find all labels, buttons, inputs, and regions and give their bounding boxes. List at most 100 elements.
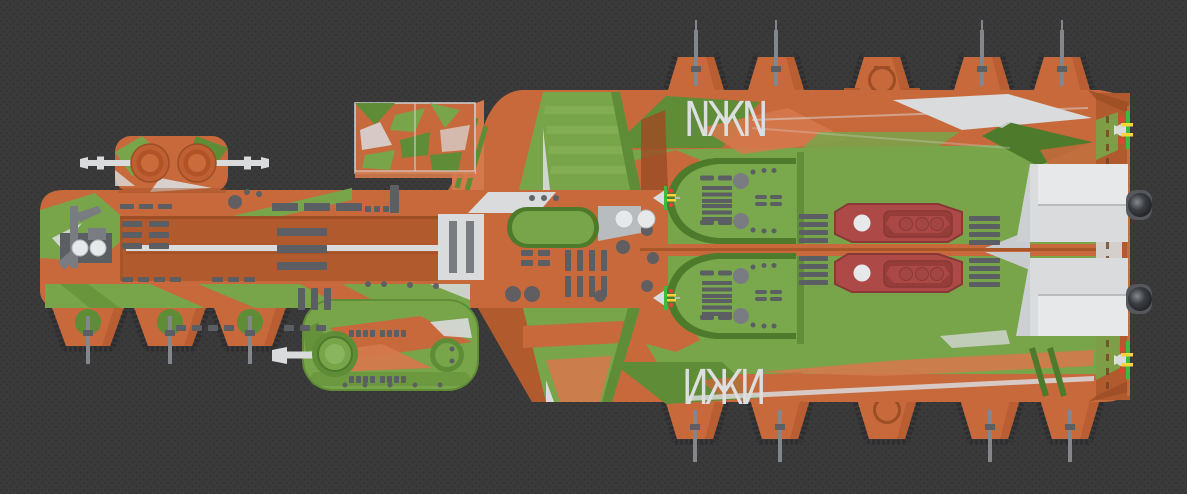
vent-slat	[969, 216, 1000, 221]
docked-aircraft-markers	[653, 111, 1133, 379]
deck-hatches	[228, 189, 659, 388]
landing-pill-inner	[512, 211, 594, 244]
vent-slat	[799, 214, 828, 219]
aircraft-light	[1119, 138, 1125, 144]
vent-slat	[349, 376, 354, 383]
pod-slat	[702, 287, 732, 292]
vent-slat	[336, 203, 362, 211]
mast-collar	[977, 66, 987, 72]
module-light	[853, 214, 871, 232]
pod-bar	[700, 220, 714, 225]
mast	[988, 410, 992, 462]
armor-truss	[128, 305, 149, 350]
camo-green-patch	[800, 132, 960, 152]
pod-dot	[761, 168, 767, 173]
vent-slat	[311, 288, 318, 310]
bow-band-shade	[60, 284, 120, 308]
vent-slat	[138, 277, 149, 282]
pod-bar	[700, 315, 714, 320]
pod-slat	[702, 281, 732, 285]
deck-hatch	[641, 280, 653, 292]
vent-slat	[577, 276, 583, 297]
pod-barrel-muzzle	[272, 347, 287, 364]
armor-truss	[851, 397, 870, 443]
deck-hatch	[412, 382, 418, 388]
vent-slat	[277, 245, 327, 253]
vent-slat	[387, 330, 392, 337]
vent-slat	[401, 330, 406, 337]
sphere	[636, 209, 656, 229]
bridge-recess	[641, 110, 668, 190]
turret-pod-camo	[150, 178, 212, 192]
pod-barrel	[285, 351, 337, 359]
pod-dot	[761, 228, 767, 234]
spine-seam	[120, 216, 438, 219]
pod-dot	[750, 169, 756, 175]
pod-bar	[718, 270, 732, 276]
vent-slat	[304, 203, 330, 211]
vent-slat	[401, 376, 406, 383]
aircraft-marker	[653, 286, 680, 310]
armor-truss	[271, 305, 292, 350]
aircraft-light	[668, 202, 674, 208]
hatch-notch	[874, 66, 879, 70]
red-module	[834, 253, 963, 293]
bow-band-orange-streak	[150, 284, 255, 308]
pod-slat	[702, 294, 732, 298]
vent-slat	[212, 277, 223, 282]
mast-collar	[775, 424, 785, 430]
vent-slat	[277, 228, 327, 236]
armor-plate-shade	[1000, 400, 1020, 439]
lower-weapon-pod	[272, 299, 479, 391]
vent-slat	[316, 325, 326, 331]
aircraft-stripe	[667, 299, 676, 302]
hatch-notch	[885, 66, 890, 70]
rivet	[1106, 340, 1109, 347]
mast-tip	[695, 20, 697, 32]
pod-bar	[718, 175, 732, 181]
vent-slat	[192, 325, 202, 331]
vent-slat	[122, 277, 133, 282]
rivet	[1106, 368, 1109, 375]
mast	[774, 30, 778, 86]
aircraft-stripe	[667, 294, 676, 297]
pod-hatch	[733, 268, 749, 284]
light-streak	[751, 107, 1089, 121]
aircraft-stripe	[1121, 363, 1133, 367]
pod-bar	[700, 270, 714, 276]
vent-slat	[538, 250, 550, 256]
aircraft-nose	[653, 290, 665, 306]
module-light	[853, 264, 871, 282]
vent-slat	[521, 250, 533, 256]
billboard-camo	[360, 122, 392, 150]
billboard-reflection	[355, 171, 475, 178]
deck-hatch	[365, 281, 371, 287]
vent-slat	[356, 330, 361, 337]
white-spheres	[71, 209, 656, 257]
pod-slat	[702, 192, 732, 197]
lower-tower-camo	[523, 320, 640, 348]
pod-bar	[718, 220, 732, 225]
vent-slat	[799, 272, 828, 277]
engine-face	[1038, 164, 1128, 204]
mast	[693, 410, 697, 462]
camo-deepgreen-wedge	[982, 122, 1092, 166]
aircraft-light	[668, 302, 674, 308]
aircraft-stripe	[667, 194, 676, 197]
front-turret-pod	[80, 136, 269, 193]
aircraft-stripe	[1121, 353, 1133, 357]
deck-hatch	[407, 282, 413, 288]
white-block	[438, 214, 484, 280]
aircraft-marker	[1114, 341, 1133, 379]
aircraft-marker	[1114, 111, 1133, 149]
green-stripe	[1047, 347, 1067, 397]
aircraft-wing	[664, 186, 667, 210]
vent-slat	[149, 221, 169, 227]
mast-collar	[691, 66, 701, 72]
pod-bar	[755, 297, 767, 301]
pod-turret-small	[430, 338, 464, 372]
armor-plate-shade	[264, 308, 286, 346]
pod-dot	[771, 228, 777, 234]
vent-slats	[120, 185, 1000, 383]
white-long-streak	[686, 376, 1094, 401]
